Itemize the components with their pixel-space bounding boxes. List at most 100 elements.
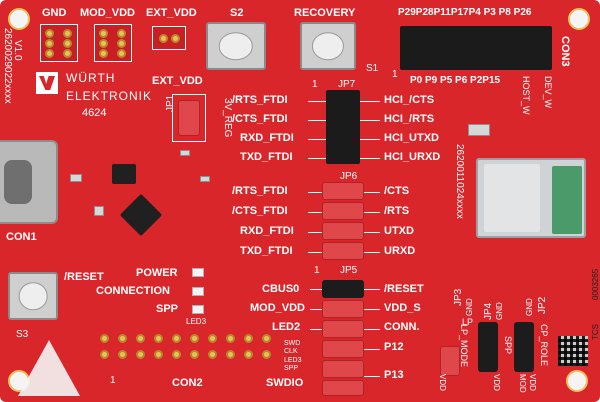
jp6-line-3 [308,232,322,233]
con3-header[interactable] [400,26,552,70]
module-part-number: 2620011024xxxx [454,144,465,219]
part-number-vertical: 2620029022xxxx [2,28,13,104]
jp5-right-3: CONN. [384,321,420,333]
jp4-jumper[interactable] [478,322,498,372]
smd-component-4 [200,176,210,182]
s2-label: S2 [230,7,244,19]
jp6-jumper-2[interactable] [322,202,364,220]
jp6-rline-4 [364,252,380,253]
jp5-left-1: CBUS0 [262,283,300,295]
crystal-component [468,124,490,136]
s3-label: S3 [16,329,29,340]
smd-component-2 [94,206,104,216]
s1-label: S1 [366,63,379,74]
jp5-rline-4 [364,349,380,350]
jp7-line-1 [308,101,326,102]
jp6-line-1 [308,192,322,193]
top-pin-labels: P29P28P11P17P4 P3 P8 P26 [398,7,532,18]
jp5-right-6: P13 [384,369,404,381]
spp-label: SPP [156,303,179,315]
spp-led [192,305,204,314]
brand-line1: WÜRTH [66,71,116,85]
vdd-jp2-label: VDD [528,374,537,391]
jp6-jumper-3[interactable] [322,222,364,240]
jp3-jumper[interactable] [440,346,460,376]
power-label: POWER [136,267,178,279]
jp5-jumper-2[interactable] [322,300,364,318]
cp-role-label: CP_ROLE [539,324,549,367]
gnd-jp4-label: GND [495,302,504,320]
jp6-rline-1 [364,192,380,193]
jp5-jumper-5[interactable] [322,360,364,378]
jp5-left-6: SWDIO [266,377,304,389]
jp5-jumper-6[interactable] [322,380,364,396]
jp6-line-4 [308,252,322,253]
jp6-jumper-1[interactable] [322,182,364,200]
jp5-jumper-4[interactable] [322,340,364,358]
jp6-right-2: /RTS [384,205,410,217]
jp7-left-2: /CTS_FTDI [232,113,288,125]
jp5-pin1-label: 1 [314,265,320,276]
con2-pad-row [100,330,290,364]
jp5-line-2 [310,309,322,310]
jp6-right-3: UTXD [384,225,414,237]
host-w-label: HOST_W [521,76,531,115]
jp1-outline [172,94,206,142]
jp5-line-3 [310,329,322,330]
reset-button[interactable] [8,272,58,320]
jp5-rline-1 [364,289,380,290]
power-led [192,268,204,277]
con1-label: CON1 [6,231,37,243]
serial-code: 0003265 [591,268,600,300]
jp7-pin1-label: 1 [312,79,318,90]
mod-vdd-pad-block [94,24,132,62]
con2-pin1-label: 1 [110,375,116,386]
jp7-right-2: HCI_/RTS [384,113,435,125]
jp7-left-3: RXD_FTDI [240,132,294,144]
jp5-jumper-1[interactable] [322,280,364,298]
ext-vdd-top-label: EXT_VDD [146,7,197,19]
jp6-left-3: RXD_FTDI [240,225,294,237]
qr-code [558,336,588,366]
smd-component-3 [180,150,190,156]
jp5-right-2: VDD_S [384,302,421,314]
jp5-label: JP5 [340,265,358,276]
jp7-header[interactable] [326,90,360,164]
jp2-jumper[interactable] [514,322,534,372]
jp7-right-3: HCI_UTXD [384,132,440,144]
jp5-rline-3 [364,329,380,330]
jp7-right-4: HCI_URXD [384,151,441,163]
vdd-jp3-label: VDD [438,374,447,391]
ftdi-chip [119,193,163,237]
jp1-jumper[interactable] [178,100,200,136]
jp6-rline-2 [364,212,380,213]
reg-3v-label: 3V_REG [222,98,233,138]
jp6-right-1: /CTS [384,185,410,197]
s2-button[interactable] [206,22,266,70]
jp7-right-1: HCI_/CTS [384,94,435,106]
jp6-right-4: URXD [384,245,416,257]
jp5-rline-6 [364,376,380,377]
jp7-rline-4 [360,158,380,159]
recovery-button[interactable] [300,22,356,70]
jp5-left-4: SWD CLK [284,340,301,355]
version-label: V1.0 [12,40,23,61]
module-antenna [552,166,582,234]
lp-label: LP [462,317,474,327]
regulator-chip [112,164,136,184]
jp5-jumper-3[interactable] [322,320,364,338]
dev-w-label: DEV_W [543,76,553,109]
con3-pin1-label: 1 [392,69,398,80]
gnd-jp3-label: GND [465,298,474,316]
gnd-pad-block [40,24,78,62]
ext-vdd-pad-block [152,26,186,50]
serial-code-2: TCS [591,324,600,340]
spp-jp-label: SPP [503,336,513,355]
esd-warning-icon [18,340,80,396]
jp6-jumper-4[interactable] [322,242,364,260]
jp5-line-1 [310,289,322,290]
led3-label: LED3 [186,317,207,326]
jp5-left-3: LED2 [272,321,301,333]
jp2-label: JP2 [537,296,548,314]
jp7-rline-2 [360,120,380,121]
